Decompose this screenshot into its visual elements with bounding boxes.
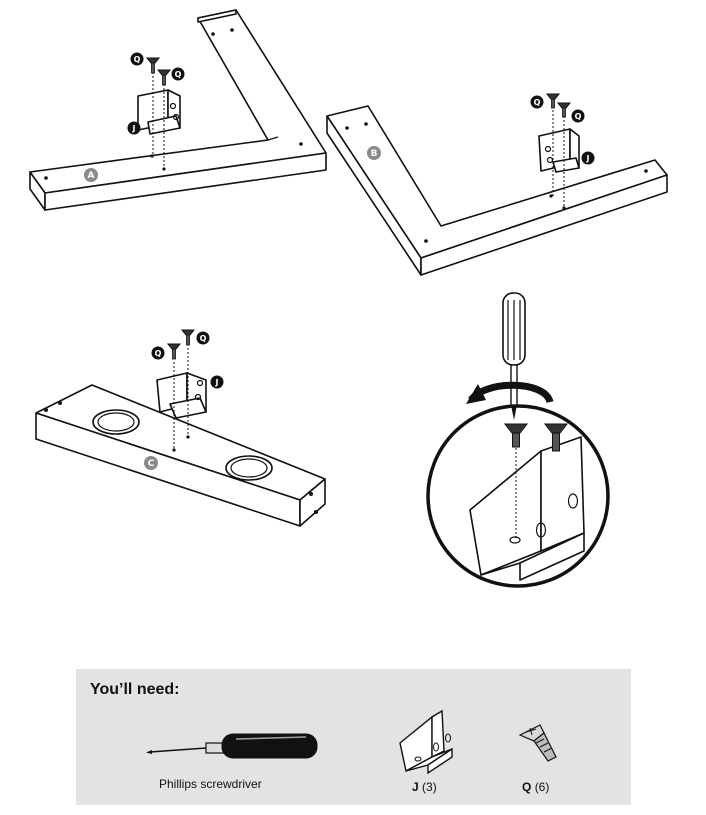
svg-text:Q: Q	[200, 334, 207, 343]
label-q: Q	[530, 95, 544, 109]
label-q: Q	[196, 331, 210, 345]
svg-text:J: J	[215, 378, 219, 387]
screw-caption: Q (6)	[522, 780, 549, 794]
svg-text:Q: Q	[575, 112, 582, 121]
label-a: A	[84, 168, 98, 182]
svg-text:Q: Q	[175, 70, 182, 79]
label-c: C	[144, 456, 158, 470]
label-q: Q	[571, 109, 585, 123]
svg-text:B: B	[371, 149, 378, 159]
screwdriver-caption: Phillips screwdriver	[159, 777, 262, 791]
screwdriver-tool	[466, 292, 554, 420]
bracket-caption: J (3)	[412, 780, 437, 794]
bracket-j-step3	[156, 372, 207, 419]
svg-text:Q: Q	[155, 349, 162, 358]
screw-q	[145, 57, 172, 86]
bracket-qty: (3)	[422, 780, 437, 794]
bracket-letter: J	[412, 780, 419, 794]
svg-text:C: C	[148, 459, 155, 469]
svg-text:Q: Q	[134, 55, 141, 64]
bracket-j-step1	[137, 89, 181, 135]
label-j: J	[581, 151, 595, 165]
screw-qty: (6)	[534, 780, 550, 794]
bracket-j-icon	[399, 709, 453, 775]
bracket-j-step2	[538, 128, 580, 173]
screw-q	[545, 93, 572, 118]
screwdriver-icon	[146, 733, 318, 759]
svg-text:A: A	[88, 171, 95, 181]
svg-text:J: J	[586, 154, 590, 163]
svg-text:Q: Q	[534, 98, 541, 107]
label-j: J	[127, 121, 141, 135]
label-q: Q	[151, 346, 165, 360]
screw-q-icon	[518, 724, 557, 762]
svg-text:J: J	[132, 124, 136, 133]
frame-a	[29, 9, 327, 211]
panel-title: You’ll need:	[90, 681, 180, 698]
screw-q	[166, 329, 196, 360]
frame-b	[326, 105, 668, 276]
label-j: J	[210, 375, 224, 389]
label-q: Q	[171, 67, 185, 81]
detail-view	[426, 404, 610, 588]
assembly-diagram: A Q Q J B	[29, 9, 668, 588]
label-b: B	[367, 146, 381, 160]
bar-c	[35, 384, 326, 527]
label-q: Q	[130, 52, 144, 66]
you-will-need-panel: You’ll need: Phillips screwdriver J (3) …	[76, 669, 631, 805]
screw-letter: Q	[522, 780, 532, 794]
